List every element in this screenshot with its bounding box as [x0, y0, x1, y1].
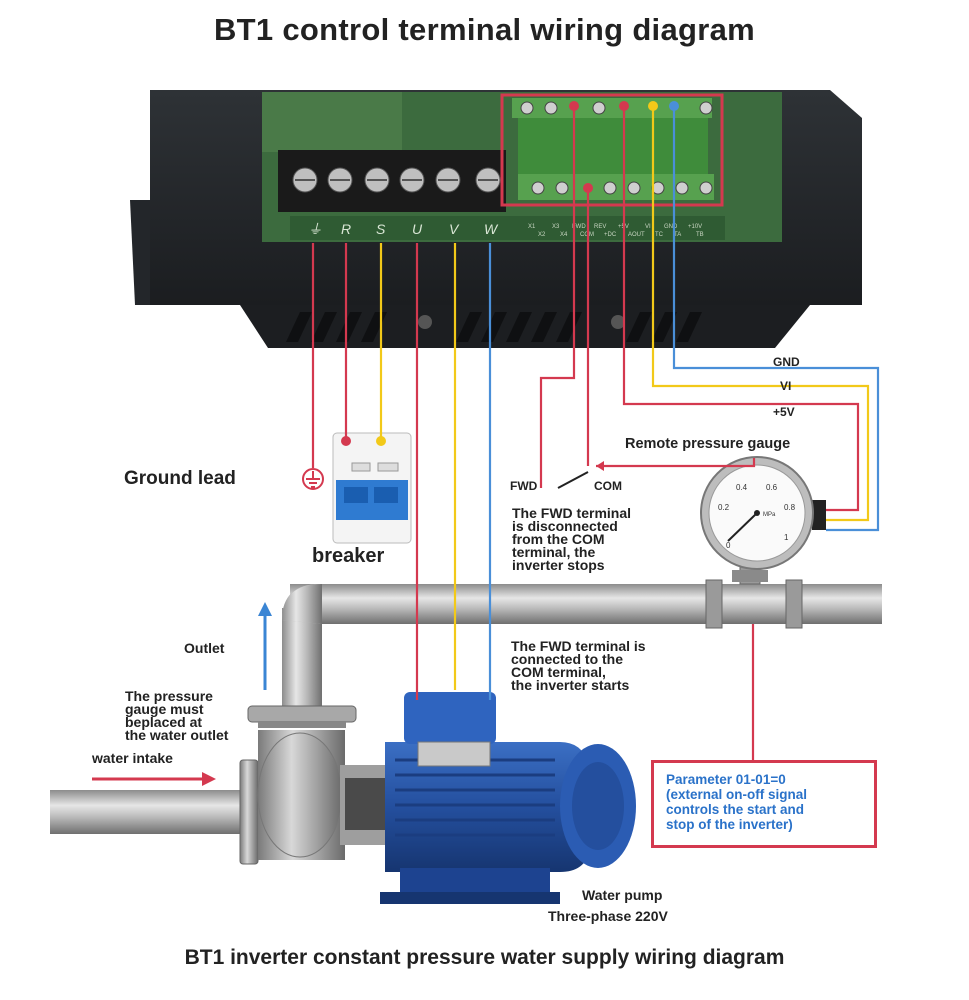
- inverter-housing: [130, 90, 862, 348]
- parameter-line: stop of the inverter): [666, 817, 793, 832]
- terminal-label-r: R: [341, 221, 351, 237]
- parameter-line: (external on-off signal: [666, 787, 808, 802]
- footer-title: BT1 inverter constant pressure water sup…: [184, 946, 785, 969]
- parameter-line: controls the start and: [666, 802, 805, 817]
- terminal-label-u: U: [412, 221, 423, 237]
- ctl-label-top: GND: [664, 224, 678, 230]
- power-terminal-block: [278, 150, 506, 212]
- wires: [311, 106, 880, 760]
- terminal-label-s: S: [376, 221, 386, 237]
- gauge-scale-label: 0.2: [718, 503, 730, 512]
- note-line: gauge must: [125, 701, 204, 717]
- pipework: [50, 579, 882, 834]
- ctl-label-bottom: +DC: [604, 232, 617, 238]
- gauge-scale-label: 0.8: [784, 503, 796, 512]
- fwd-disconnected-note: The FWD terminal is disconnected from th…: [512, 505, 632, 573]
- com-label: COM: [594, 479, 622, 493]
- fwd-connected-note: The FWD terminal is connected to the COM…: [511, 638, 646, 693]
- note-line: connected to the: [511, 651, 624, 667]
- ctl-label-top: VI: [645, 224, 651, 230]
- breaker-label: breaker: [312, 545, 385, 567]
- ctl-label-top: X3: [552, 224, 560, 230]
- note-line: The pressure: [125, 688, 213, 704]
- ctl-label-bottom: TC: [655, 232, 664, 238]
- terminal-label-v: V: [449, 221, 460, 237]
- intake-arrow-icon: [92, 772, 216, 786]
- fwd-com-switch-icon: [557, 471, 589, 489]
- note-line: terminal, the: [512, 544, 596, 560]
- gauge-unit-label: MPa: [763, 512, 776, 518]
- ground-symbol-icon: [302, 468, 324, 490]
- pressure-gauge: 0.2 0.4 0.6 0.8 1 0 MPa: [700, 456, 826, 585]
- pump: [239, 692, 636, 904]
- ctl-label-top: REV: [594, 224, 606, 230]
- gauge-scale: 0.2 0.4 0.6 0.8 1 0 MPa: [718, 483, 796, 550]
- note-line: The FWD terminal is: [511, 638, 646, 654]
- note-line: The FWD terminal: [512, 505, 632, 521]
- page-title: BT1 control terminal wiring diagram: [213, 12, 756, 47]
- parameter-box: Parameter 01-01=0 (external on-off signa…: [651, 760, 877, 848]
- gauge-scale-label: 0.4: [736, 483, 748, 492]
- note-line: inverter stops: [512, 557, 605, 573]
- outlet-label: Outlet: [184, 640, 225, 656]
- gauge-scale-label: 0.6: [766, 483, 778, 492]
- ground-terminal-icon: ⏚: [308, 221, 322, 237]
- fwd-label: FWD: [510, 479, 538, 493]
- remote-gauge-label: Remote pressure gauge: [625, 436, 791, 452]
- ground-lead-label: Ground lead: [124, 468, 236, 489]
- parameter-line: Parameter 01-01=0: [666, 772, 786, 787]
- gauge-position-note: The pressure gauge must beplaced at the …: [125, 688, 229, 743]
- ctl-label-bottom: TB: [696, 232, 704, 238]
- water-intake-label: water intake: [92, 750, 173, 766]
- note-line: from the COM: [512, 531, 605, 547]
- vi-label: VI: [780, 379, 791, 393]
- pump-label: Water pump: [582, 887, 663, 903]
- gnd-label: GND: [773, 355, 800, 369]
- gauge-zero-label: 0: [726, 541, 731, 550]
- ctl-label-bottom: AOUT: [628, 232, 645, 238]
- breaker: [332, 432, 412, 544]
- pump-voltage-label: Three-phase 220V: [548, 908, 668, 924]
- ctl-label-top: FWD: [572, 224, 586, 230]
- ctl-label-bottom: X2: [538, 232, 546, 238]
- ctl-label-top: X1: [528, 224, 536, 230]
- terminal-label-w: W: [484, 221, 499, 237]
- ctl-label-top: +10V: [688, 224, 702, 230]
- note-line: is disconnected: [512, 518, 618, 534]
- ctl-label-bottom: TA: [674, 232, 681, 238]
- note-line: the water outlet: [125, 727, 229, 743]
- power-terminal-labels: ⏚ R S U V W: [308, 221, 499, 237]
- note-line: the inverter starts: [511, 677, 630, 693]
- plus-5v-label: +5V: [773, 405, 795, 419]
- gauge-scale-label: 1: [784, 533, 789, 542]
- note-line: COM terminal,: [511, 664, 606, 680]
- control-terminal-block: X1 X3 FWD REV +5V VI GND +10V X2 X4 COM …: [500, 93, 724, 238]
- note-line: beplaced at: [125, 714, 203, 730]
- ctl-label-bottom: X4: [560, 232, 568, 238]
- outlet-arrow-icon: [258, 602, 272, 690]
